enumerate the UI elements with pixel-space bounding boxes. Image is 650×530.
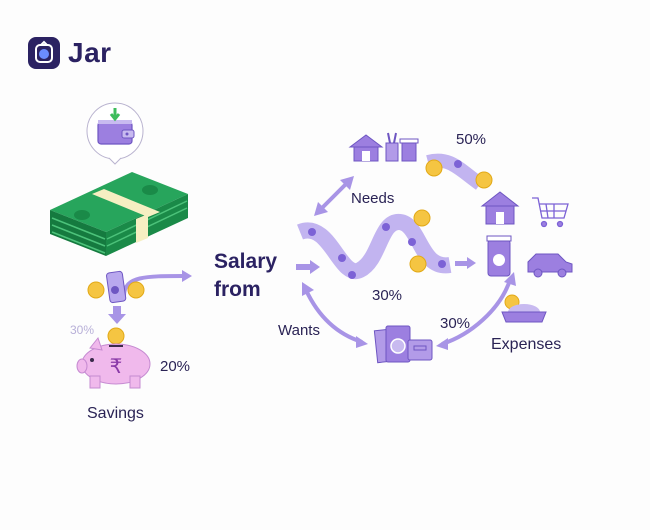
wallet-icon [84, 102, 146, 169]
salary-title-line1: Salary [214, 250, 278, 273]
house-icon [348, 134, 384, 162]
expenses-label: Expenses [491, 336, 562, 353]
salary-title: Salary from [214, 248, 277, 304]
needs-label: Needs [351, 190, 395, 207]
flow-diagram [290, 130, 550, 385]
brand-name: Jar [68, 37, 112, 68]
savings-flow-icon [86, 268, 196, 353]
shopping-cart-icon [532, 197, 569, 228]
savings-faint-percent: 30% [70, 323, 95, 337]
savings-percent: 20% [160, 358, 191, 375]
brand-logo[interactable]: Jar [28, 37, 112, 69]
savings-label: Savings [87, 405, 144, 422]
jar-logo-icon [28, 37, 60, 69]
salary-title-line2: from [214, 278, 261, 301]
car-icon [527, 253, 573, 278]
flow-percent: 30% [372, 287, 403, 304]
house-icon [480, 191, 520, 225]
piggy-bank-icon: ₹ [76, 327, 156, 395]
coffee-cup-icon [399, 138, 419, 162]
pencil-cup-icon [385, 132, 399, 162]
camera-icon [373, 322, 434, 369]
expenses-percent: 30% [440, 315, 471, 332]
needs-icons [348, 132, 430, 168]
food-bowl-icon [501, 294, 547, 323]
wants-label: Wants [278, 322, 320, 339]
expenses-icons [480, 190, 582, 335]
svg-text:₹: ₹ [110, 354, 123, 378]
cash-stack-icon [50, 168, 190, 256]
needs-percent: 50% [456, 131, 487, 148]
cup-icon [486, 235, 512, 277]
